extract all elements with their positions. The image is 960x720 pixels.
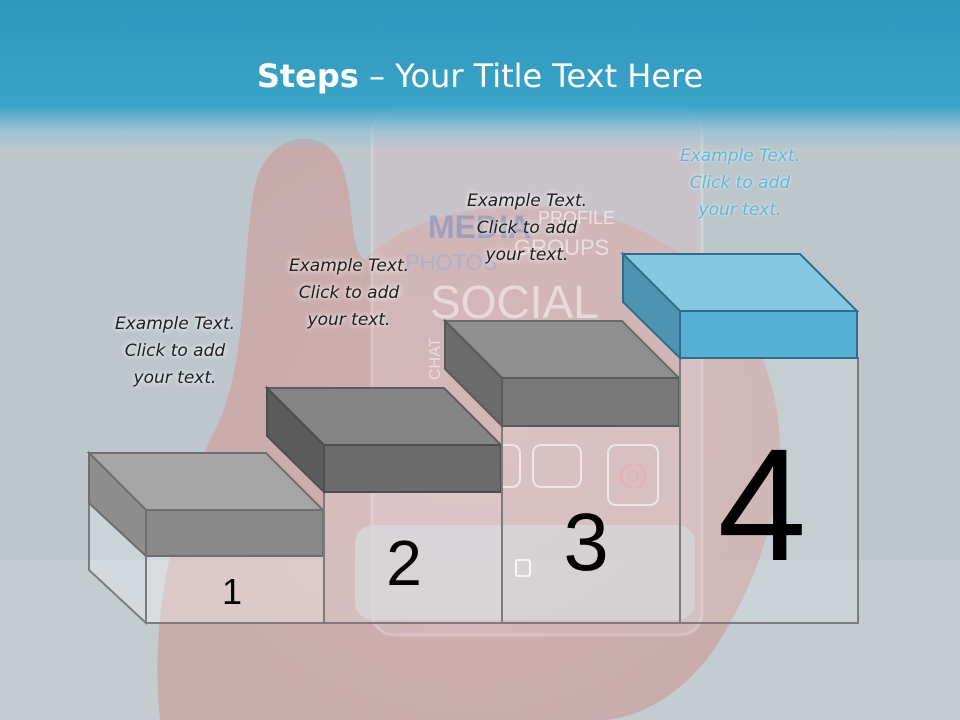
caption-line: Example Text. — [679, 146, 801, 166]
step-4-caption[interactable]: Example Text. Click to add your text. — [650, 143, 830, 224]
title-rest: – Your Title Text Here — [358, 57, 704, 95]
step-3[interactable]: 3 — [442, 318, 682, 624]
step-4-number: 4 — [718, 415, 807, 594]
step-3-number: 3 — [563, 497, 609, 588]
bg-word-groups: GROUPS — [514, 235, 609, 260]
step-2-number: 2 — [386, 527, 422, 599]
bg-word-photos: PHOTOS — [405, 250, 498, 275]
step-1-block-front — [145, 509, 324, 557]
step-4[interactable]: 4 — [620, 251, 860, 624]
step-2-block-front — [323, 444, 502, 493]
step-2[interactable]: 2 — [264, 385, 504, 624]
bg-word-media: MEDIA — [428, 209, 531, 245]
title-band — [0, 0, 960, 150]
step-3-caption[interactable]: Example Text. Click to add your text. — [437, 188, 617, 269]
step-1[interactable]: 1 — [86, 450, 326, 626]
caption-line: Click to add — [689, 173, 791, 193]
step-2-riser — [323, 491, 503, 624]
caption-line: Example Text. — [288, 256, 410, 276]
slide-title[interactable]: Steps – Your Title Text Here — [0, 56, 960, 96]
bg-word-chat: CHAT — [427, 337, 444, 380]
caption-line: your text. — [698, 200, 782, 220]
step-1-caption[interactable]: Example Text. Click to add your text. — [85, 311, 265, 392]
caption-line: your text. — [485, 245, 569, 265]
caption-line: Click to add — [124, 341, 226, 361]
caption-line: your text. — [307, 310, 391, 330]
caption-line: Click to add — [298, 283, 400, 303]
step-4-riser — [679, 357, 859, 624]
caption-line: Example Text. — [466, 191, 588, 211]
step-1-riser — [145, 555, 325, 624]
step-3-riser — [501, 425, 681, 624]
step-3-block-front — [501, 377, 680, 427]
bg-word-social: SOCIAL — [430, 276, 599, 328]
bg-word-profile: PROFILE — [538, 208, 615, 228]
title-bold: Steps — [256, 57, 359, 95]
step-2-caption[interactable]: Example Text. Click to add your text. — [259, 253, 439, 334]
caption-line: Example Text. — [114, 314, 236, 334]
caption-line: your text. — [133, 368, 217, 388]
step-4-block-front — [679, 310, 858, 359]
caption-line: Click to add — [476, 218, 578, 238]
step-1-number: 1 — [222, 571, 242, 612]
